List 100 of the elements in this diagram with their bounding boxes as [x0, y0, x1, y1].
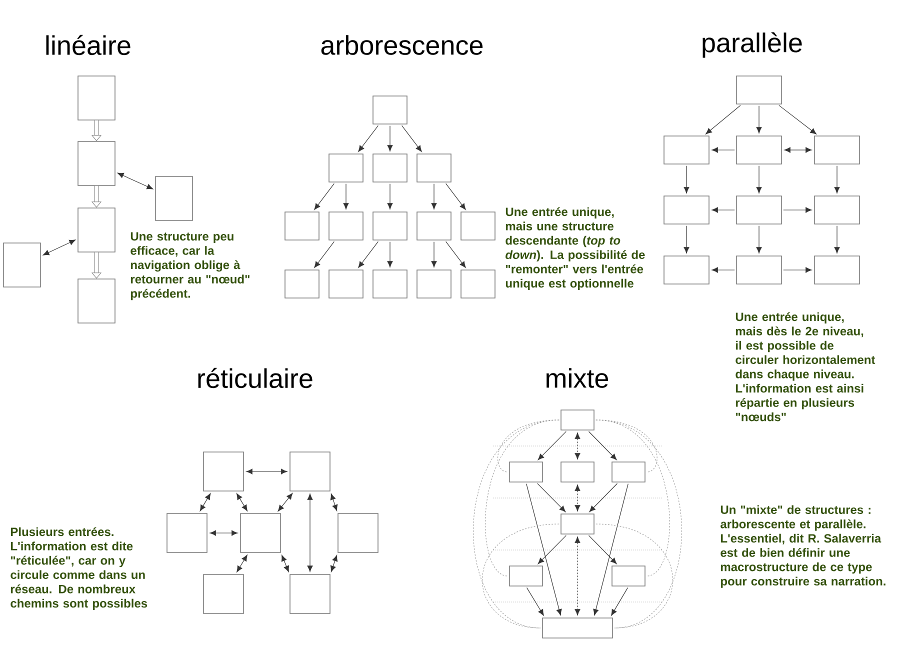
arrow — [246, 468, 288, 474]
box — [372, 96, 408, 124]
curved-line — [596, 524, 673, 628]
box — [328, 212, 364, 240]
arrow — [589, 483, 618, 512]
arrow — [117, 172, 154, 190]
arrow — [712, 147, 735, 153]
arrow — [756, 226, 762, 254]
box — [166, 513, 208, 553]
box — [664, 256, 710, 284]
arrow — [387, 126, 393, 152]
arrow — [611, 587, 628, 616]
arrow — [314, 183, 334, 210]
arrow — [330, 555, 338, 572]
arrow — [431, 184, 437, 210]
arrow — [756, 106, 762, 134]
arrow — [588, 535, 617, 564]
description-text: Plusieurs entrées. L'information est dite "réticulée", car on y circule comme dans un réseau. De nombreux chemins sont possibles — [10, 527, 148, 610]
box — [416, 154, 452, 182]
box — [736, 76, 782, 104]
arrow — [537, 483, 566, 512]
box — [814, 196, 860, 224]
box — [78, 208, 116, 252]
panel-title: parallèle — [702, 32, 802, 58]
panel-title: arborescence — [321, 35, 483, 55]
arrow — [92, 120, 102, 141]
arrow — [783, 267, 812, 273]
box — [203, 452, 244, 492]
box — [372, 270, 408, 298]
arrow — [834, 226, 840, 254]
panel-title: réticulaire — [198, 368, 312, 388]
box — [814, 136, 860, 164]
arrow — [236, 554, 248, 572]
box — [203, 574, 244, 614]
arrow — [706, 105, 741, 134]
arrow — [574, 484, 580, 512]
arrow — [526, 587, 544, 616]
arrow — [538, 431, 566, 460]
description-text: Une structure peu efficace, car la navigation oblige à retourner au "nœud" précédent. — [130, 232, 250, 300]
box — [509, 462, 543, 482]
arrow — [92, 252, 102, 278]
box — [155, 176, 193, 221]
arrow — [593, 484, 628, 616]
arrow — [446, 183, 466, 210]
arrow — [358, 125, 378, 152]
box — [736, 196, 782, 224]
arrow — [783, 207, 812, 213]
curved-line — [473, 420, 560, 628]
arrow — [281, 555, 290, 572]
box — [78, 278, 116, 324]
arrow — [210, 530, 238, 536]
arrow — [712, 207, 735, 213]
arrow — [358, 241, 378, 268]
arrow — [538, 535, 566, 564]
box — [78, 76, 116, 120]
box — [290, 574, 330, 614]
panel-title: mixte — [546, 368, 608, 388]
arrow — [574, 536, 580, 616]
box — [560, 514, 594, 534]
box — [284, 270, 320, 298]
arrow — [784, 147, 812, 153]
box — [736, 136, 782, 164]
box — [284, 212, 320, 240]
box — [416, 212, 452, 240]
curved-line — [482, 524, 560, 628]
box — [814, 256, 860, 284]
arrow — [200, 493, 211, 512]
arrow — [574, 432, 580, 460]
box — [372, 212, 408, 240]
arrow — [684, 166, 690, 194]
arrow — [431, 242, 437, 268]
box — [372, 154, 408, 182]
box — [612, 462, 646, 482]
arrow — [712, 267, 735, 273]
arrow — [834, 166, 840, 194]
arrow — [42, 240, 76, 256]
box — [612, 566, 646, 586]
arrow — [778, 105, 817, 134]
box — [78, 141, 116, 186]
box — [542, 618, 613, 638]
arrow — [387, 184, 393, 210]
box — [560, 410, 594, 430]
arrow — [588, 431, 617, 460]
box — [328, 270, 364, 298]
box — [240, 513, 281, 553]
box — [509, 566, 543, 586]
arrow — [343, 184, 349, 210]
arrow — [684, 226, 690, 254]
description-text: Une entrée unique, mais une structure descendante (top to down). La possibilité de "remonter" vers l'entrée unique est optionnelle — [506, 207, 645, 290]
box — [664, 196, 710, 224]
arrow — [278, 493, 293, 512]
box — [328, 154, 364, 182]
arrow — [236, 493, 248, 512]
box — [664, 136, 710, 164]
box — [460, 212, 496, 240]
arrow — [402, 125, 422, 152]
box — [460, 270, 496, 298]
arrow — [756, 166, 762, 194]
arrow — [307, 494, 313, 572]
box — [416, 270, 452, 298]
